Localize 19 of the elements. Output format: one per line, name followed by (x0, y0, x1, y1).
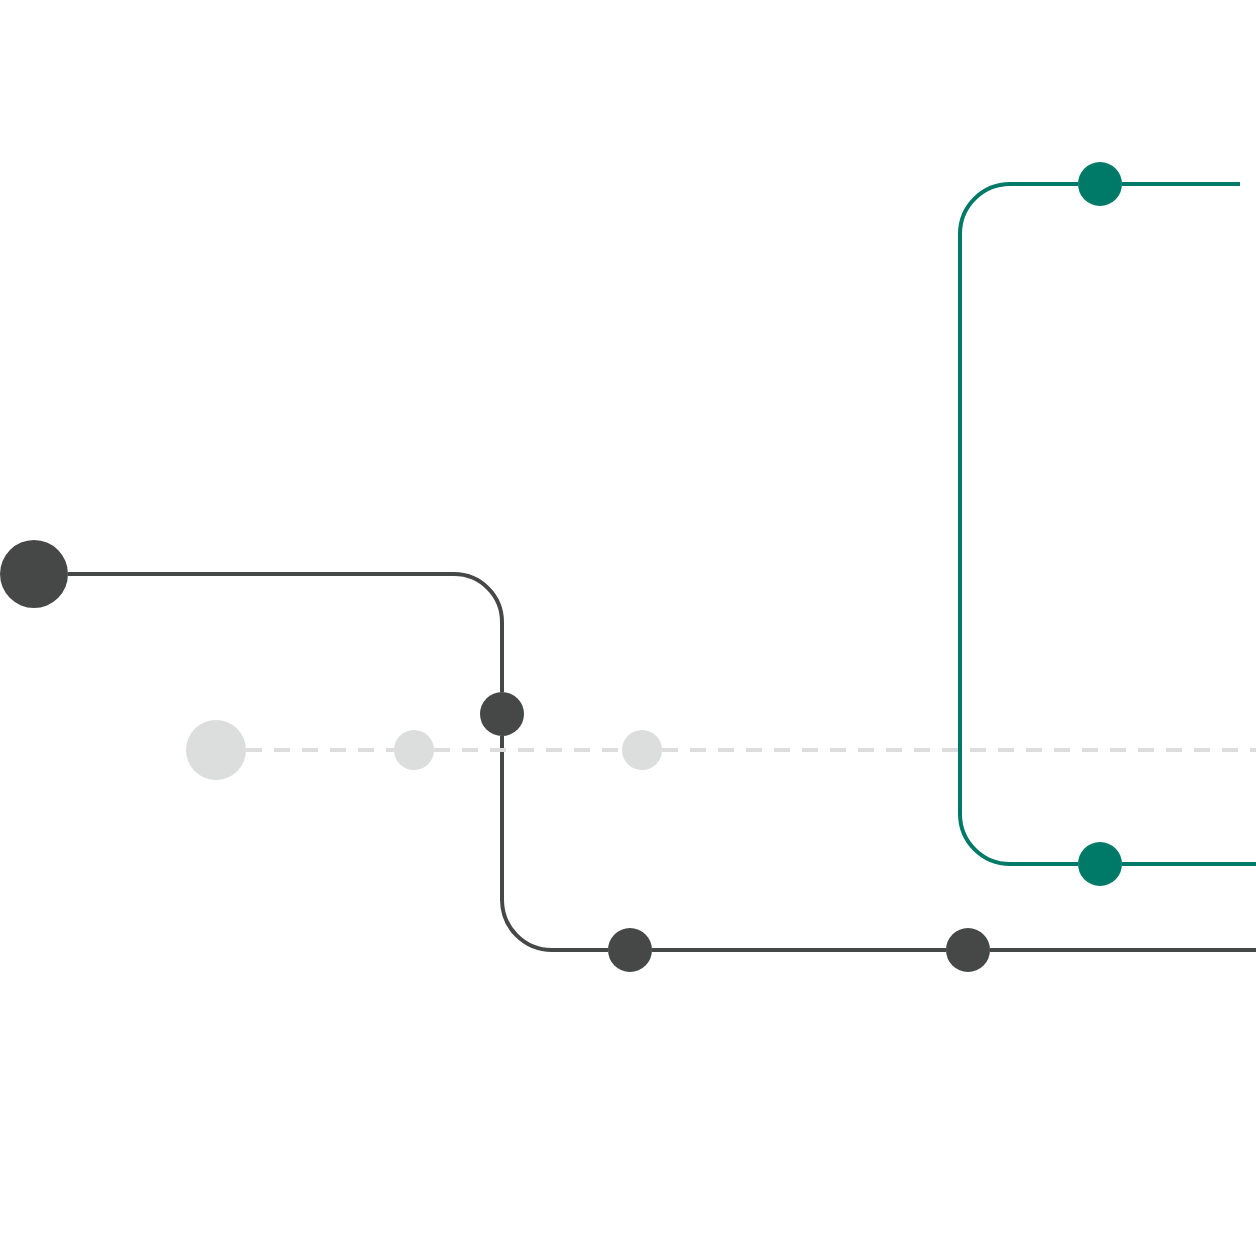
node-dot (622, 730, 662, 770)
node-dot (480, 692, 524, 736)
node-dot (394, 730, 434, 770)
node-dot (0, 540, 68, 608)
connector-line (68, 572, 504, 692)
connector-line (1122, 862, 1256, 866)
node-dot (1078, 162, 1122, 206)
dashed-connector-line (662, 748, 1256, 752)
node-dot (608, 928, 652, 972)
node-dot (946, 928, 990, 972)
connector-line (990, 948, 1256, 952)
dashed-connector-line (246, 748, 394, 752)
connector-line (652, 948, 946, 952)
node-dot (1078, 842, 1122, 886)
dashed-connector-line (434, 748, 622, 752)
connector-line (500, 736, 608, 952)
connector-line (958, 182, 1078, 866)
node-dot (186, 720, 246, 780)
connector-line (1122, 182, 1240, 186)
